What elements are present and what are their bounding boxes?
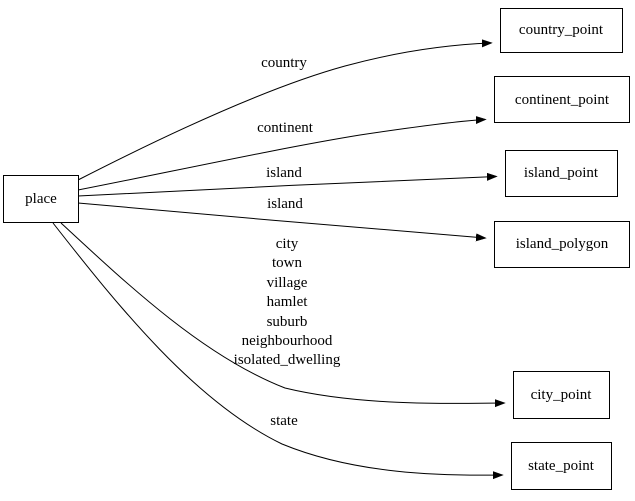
edge-label-isolated-dwelling: isolated_dwelling — [234, 352, 341, 368]
edge-label-suburb: suburb — [267, 314, 308, 330]
edge-label-country: country — [261, 55, 307, 71]
edge-place-city-point — [60, 222, 504, 403]
node-country-point-box — [500, 8, 623, 53]
edge-label-state: state — [270, 413, 298, 429]
node-city-point-label: city_point — [531, 387, 593, 403]
node-continent-point-label: continent_point — [515, 92, 610, 108]
node-continent-point: continent_point — [494, 76, 630, 123]
node-place-label: place — [25, 191, 57, 207]
node-island-polygon-label: island_polygon — [516, 236, 609, 252]
edge-place-state-point — [52, 222, 502, 475]
node-state-point-label: state_point — [528, 458, 595, 474]
node-island-point: island_point — [505, 150, 618, 197]
edge-label-hamlet: hamlet — [267, 294, 309, 310]
node-city-point: city_point — [513, 371, 610, 419]
edge-label-city: city — [276, 236, 299, 252]
edge-label-island-polygon: island — [267, 196, 303, 212]
node-state-point: state_point — [511, 442, 612, 490]
node-island-point-box — [505, 150, 618, 197]
edge-label-continent: continent — [257, 120, 314, 136]
edge-label-neighbourhood: neighbourhood — [242, 333, 333, 349]
node-island-polygon: island_polygon — [494, 221, 630, 268]
node-place: place — [3, 175, 79, 223]
node-place-box — [3, 175, 79, 223]
node-island-point-label: island_point — [524, 165, 599, 181]
edge-place-country-point — [77, 43, 491, 181]
node-country-point-label: country_point — [519, 22, 604, 38]
node-country-point: country_point — [500, 8, 623, 53]
edge-labels-layer: country continent island island city tow… — [234, 55, 341, 429]
node-island-polygon-box — [494, 221, 630, 268]
edge-place-island-polygon — [77, 202, 485, 238]
edge-label-city-multiline: city town village hamlet suburb neighbou… — [234, 236, 341, 368]
node-state-point-box — [511, 442, 612, 490]
edges-layer — [52, 43, 504, 475]
nodes-layer: place country_point continent_point isla… — [3, 8, 630, 490]
edge-place-island-point — [77, 177, 496, 197]
node-continent-point-box — [494, 76, 630, 123]
edge-place-continent-point — [77, 120, 485, 191]
node-city-point-box — [513, 371, 610, 419]
edge-label-island-point: island — [266, 165, 302, 181]
edge-label-town: town — [272, 255, 303, 271]
edge-label-village: village — [267, 275, 308, 291]
